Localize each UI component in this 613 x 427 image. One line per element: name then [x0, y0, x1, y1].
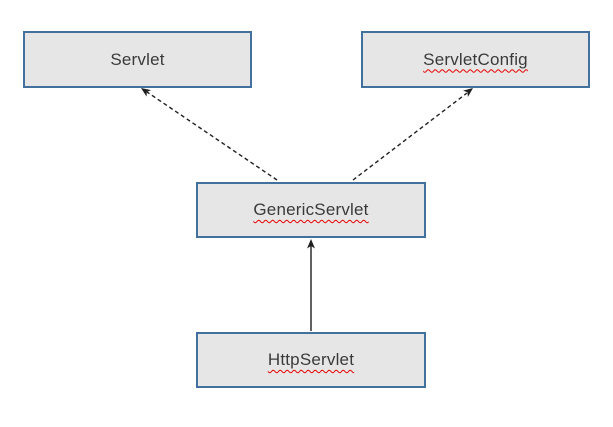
dashed-line [352, 92, 468, 181]
node-genericservlet-label: GenericServlet [253, 200, 369, 219]
node-httpservlet[interactable]: HttpServlet [196, 332, 426, 388]
node-servlet-label: Servlet [110, 49, 165, 69]
node-servlet[interactable]: Servlet [23, 31, 252, 88]
arrowhead-icon [463, 88, 473, 97]
connector-genericservlet-to-servlet[interactable] [139, 85, 278, 181]
dashed-line [146, 91, 278, 181]
connector-genericservlet-to-servletconfig[interactable] [352, 85, 475, 181]
node-servletconfig-label: ServletConfig [423, 49, 528, 69]
arrowhead-icon [307, 239, 315, 249]
node-genericservlet[interactable]: GenericServlet [196, 182, 426, 238]
node-servletconfig[interactable]: ServletConfig [361, 31, 590, 88]
arrowhead-icon [141, 88, 152, 97]
connector-httpservlet-to-genericservlet[interactable] [307, 239, 315, 331]
node-httpservlet-label: HttpServlet [267, 350, 355, 369]
